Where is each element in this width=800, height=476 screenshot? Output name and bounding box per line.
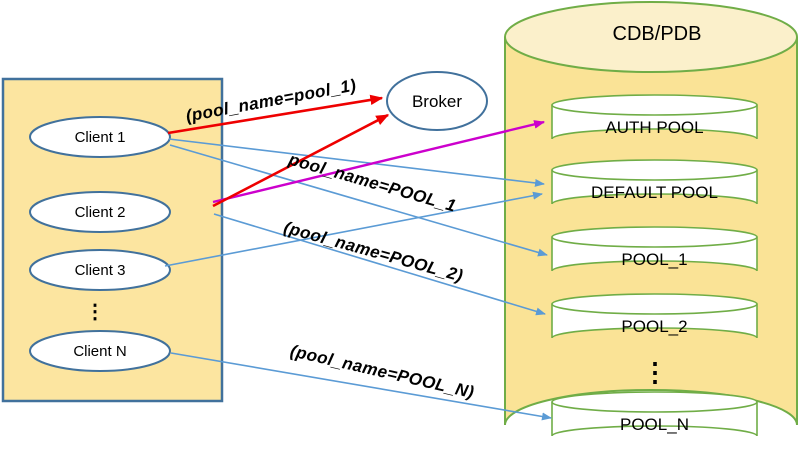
arrow-client1-broker xyxy=(167,94,384,135)
pool-2-label: POOL_2 xyxy=(621,317,687,336)
arrow-client1-default-pool xyxy=(168,138,545,187)
client-vertical-ellipsis: ⋮ xyxy=(85,301,105,323)
label-pool-n: (pool_name=POOL_N) xyxy=(288,341,476,402)
client-n-label: Client N xyxy=(73,343,126,360)
pool-vertical-ellipsis: ⋮ xyxy=(642,357,668,387)
pool-default-label: DEFAULT POOL xyxy=(591,183,718,202)
arrow-client1-pool-1 xyxy=(169,144,548,257)
cdb-cylinder-top xyxy=(504,1,798,73)
pool-auth-label: AUTH POOL xyxy=(605,118,703,137)
pool-auth-cylinder: AUTH POOL xyxy=(551,94,758,140)
client-2-ellipse xyxy=(29,191,171,233)
broker-label: Broker xyxy=(412,92,462,111)
pool-n-cylinder: POOL_N xyxy=(551,391,758,437)
label-pool-2: (pool_name=POOL_2) xyxy=(282,218,466,286)
pool-default-cylinder: DEFAULT POOL xyxy=(551,159,758,205)
client-n-ellipse xyxy=(29,330,171,372)
pool-n-label: POOL_N xyxy=(620,415,689,434)
broker-node: Broker xyxy=(386,71,488,131)
cdb-pdb-title: CDB/PDB xyxy=(613,23,702,45)
pool-2-cylinder: POOL_2 xyxy=(551,293,758,339)
client-2-label: Client 2 xyxy=(75,204,126,221)
pool-1-label: POOL_1 xyxy=(621,250,687,269)
client-3-ellipse xyxy=(29,249,171,291)
client-3-label: Client 3 xyxy=(75,262,126,279)
arrow-client2-auth-pool xyxy=(212,120,546,204)
arrow-client2-pool-2 xyxy=(213,213,546,316)
arrow-client3-default-pool xyxy=(164,191,543,267)
pool-1-cylinder: POOL_1 xyxy=(551,226,758,272)
label-pool-1: pool_name=POOL_1 xyxy=(286,149,459,215)
arrow-clientn-pool-n xyxy=(170,352,552,421)
client-1-ellipse xyxy=(29,116,171,158)
client-box: Client 1 Client 2 Client 3 ⋮ Client N xyxy=(1,77,224,403)
client-1-label: Client 1 xyxy=(75,129,126,146)
arrow-client2-broker xyxy=(212,113,390,208)
broker-ellipse xyxy=(386,71,488,131)
